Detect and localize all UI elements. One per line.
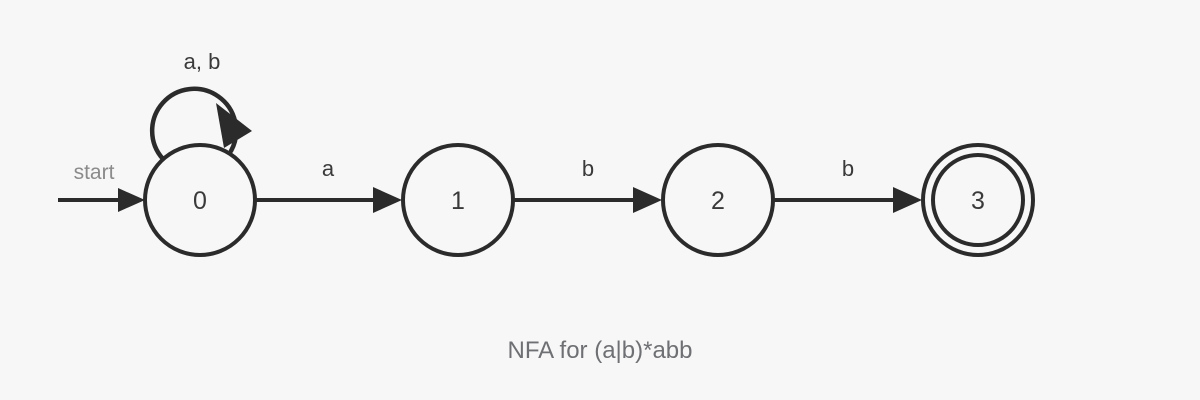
state-3-outer-circle[interactable] (921, 143, 1035, 257)
transition-1-2-arrow-head (633, 187, 662, 213)
transition-label-a-0-1: a (322, 156, 335, 181)
state-node-1[interactable]: 1 (401, 143, 515, 257)
transition-label-b-1-2: b (582, 156, 594, 181)
transition-label-self-loop: a, b (184, 49, 221, 74)
transition-2-3-arrow-head (893, 187, 922, 213)
state-3-label: 3 (971, 187, 985, 215)
state-1-label: 1 (451, 187, 465, 215)
transition-label-b-2-3: b (842, 156, 854, 181)
state-2-label: 2 (711, 187, 725, 215)
transition-2-to-3: b (773, 156, 922, 213)
diagram-caption: NFA for (a|b)*abb (508, 337, 693, 364)
transition-0-1-arrow-head (373, 187, 402, 213)
transition-0-to-1: a (255, 156, 402, 213)
state-node-0[interactable]: 0 (143, 143, 257, 257)
start-arrow-head (118, 188, 145, 212)
state-node-3-accepting[interactable]: 3 (921, 143, 1035, 257)
self-loop-arrow-head (216, 103, 252, 148)
start-label: start (74, 161, 115, 184)
state-node-2[interactable]: 2 (661, 143, 775, 257)
start-marker: start (58, 161, 145, 212)
transition-1-to-2: b (513, 156, 662, 213)
transition-0-to-0-self-loop: a, b (149, 49, 252, 162)
state-3-inner-circle (931, 153, 1025, 247)
state-0-label: 0 (193, 187, 207, 215)
